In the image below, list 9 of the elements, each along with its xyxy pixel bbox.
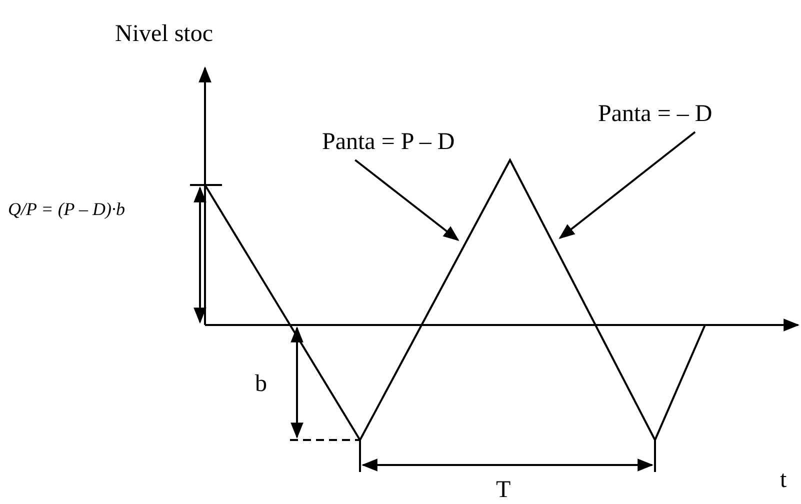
axis-label: t bbox=[780, 468, 787, 492]
slope-label: Panta = – D bbox=[598, 102, 712, 126]
formula: Q/P = (P – D)·b bbox=[8, 200, 125, 218]
dimension-label: b bbox=[255, 372, 267, 396]
dimension-label: T bbox=[496, 478, 511, 502]
leader-arrow bbox=[558, 131, 696, 239]
slope-label: Panta = P – D bbox=[322, 130, 455, 154]
leader-arrow bbox=[354, 159, 460, 241]
axis-title: Nivel stoc bbox=[115, 22, 213, 46]
